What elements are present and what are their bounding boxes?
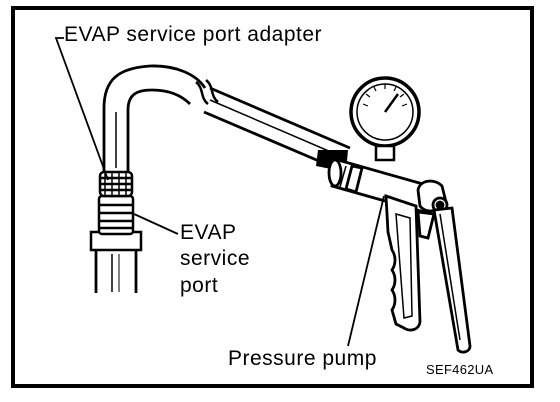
label-pressure-pump: Pressure pump: [228, 347, 377, 370]
label-port-line1: EVAP: [180, 221, 237, 244]
figure-code: SEF462UA: [426, 362, 494, 377]
hose: [102, 64, 207, 172]
pump-lever: [416, 206, 472, 354]
evap-service-port: [89, 230, 143, 293]
pressure-gauge: [349, 76, 421, 162]
label-port-line3: port: [180, 273, 219, 297]
label-evap-service-port-adapter: EVAP service port adapter: [64, 23, 323, 46]
leader-adapter: [54, 37, 109, 181]
hose-break-mark: [195, 79, 219, 105]
label-port-line2: service: [180, 247, 251, 271]
leader-lines: [54, 37, 385, 347]
leader-pump: [347, 195, 385, 347]
leader-port: [133, 213, 179, 235]
evap-service-port-adapter: [98, 170, 134, 198]
pump-grip: [384, 194, 422, 332]
service-port-fitting: [97, 194, 135, 236]
pump-head: [416, 179, 449, 214]
diagram-frame: [11, 6, 534, 388]
label-evap-service-port: EVAP service port: [180, 220, 250, 299]
